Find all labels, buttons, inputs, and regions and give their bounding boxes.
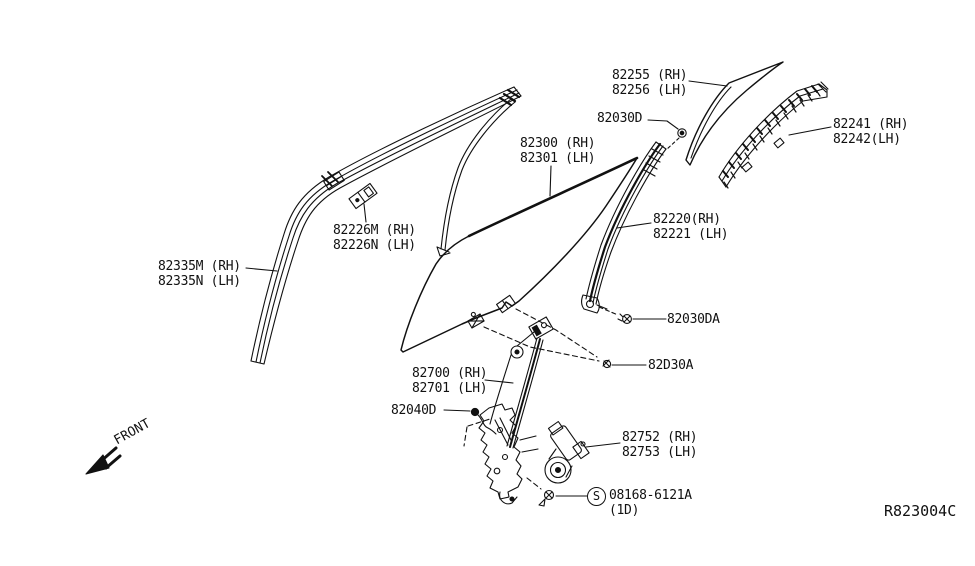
part-label-82030d: 82030D: [597, 111, 643, 126]
part-label-82752: 82752 (RH)82753 (LH): [622, 430, 698, 460]
front-channel-strip: [436, 98, 516, 257]
motor-82752: [544, 420, 590, 484]
front-arrow-icon: [85, 446, 122, 475]
quarter-glass-82255: [685, 61, 784, 166]
regulator-82700: [478, 316, 554, 505]
part-label-82335: 82335M (RH)82335N (LH): [158, 259, 241, 289]
part-label-82241: 82241 (RH)82242(LH): [833, 117, 909, 147]
part-label-82226: 82226M (RH)82226N (LH): [333, 223, 416, 253]
door-glass-82300: [400, 156, 639, 353]
leader-lines: [245, 80, 832, 497]
clip-82226: [348, 182, 378, 210]
part-label-82030da: 82030DA: [667, 312, 720, 327]
rear-sash-82220: [581, 141, 667, 314]
diagram-reference-code: R823004C: [884, 502, 957, 520]
glass-run-channel-82335: [250, 86, 522, 365]
rear-molding-82241: [718, 81, 829, 189]
part-label-82040d: 82040D: [391, 403, 437, 418]
part-label-82255: 82255 (RH)82256 (LH): [612, 68, 688, 98]
part-label-82220: 82220(RH)82221 (LH): [653, 212, 729, 242]
part-label-08168: 08168-6121A(1D): [609, 488, 692, 518]
bolt-82030da: [598, 306, 632, 324]
screw-08168: [538, 489, 555, 507]
part-label-82300: 82300 (RH)82301 (LH): [520, 136, 596, 166]
glass-clip-front: [467, 311, 485, 329]
run-channel-bend-clip: [323, 171, 345, 191]
grommet-82030d: [665, 128, 687, 151]
assembly-dashed-lines: [463, 308, 600, 490]
part-label-82700: 82700 (RH)82701 (LH): [412, 366, 488, 396]
part-label-82d30a: 82D30A: [648, 358, 694, 373]
rivet-82d30a: [602, 359, 612, 369]
glass-bracket-rear: [496, 294, 516, 314]
bolt-82040d: [470, 407, 497, 435]
screw-symbol-badge: S: [587, 487, 606, 506]
